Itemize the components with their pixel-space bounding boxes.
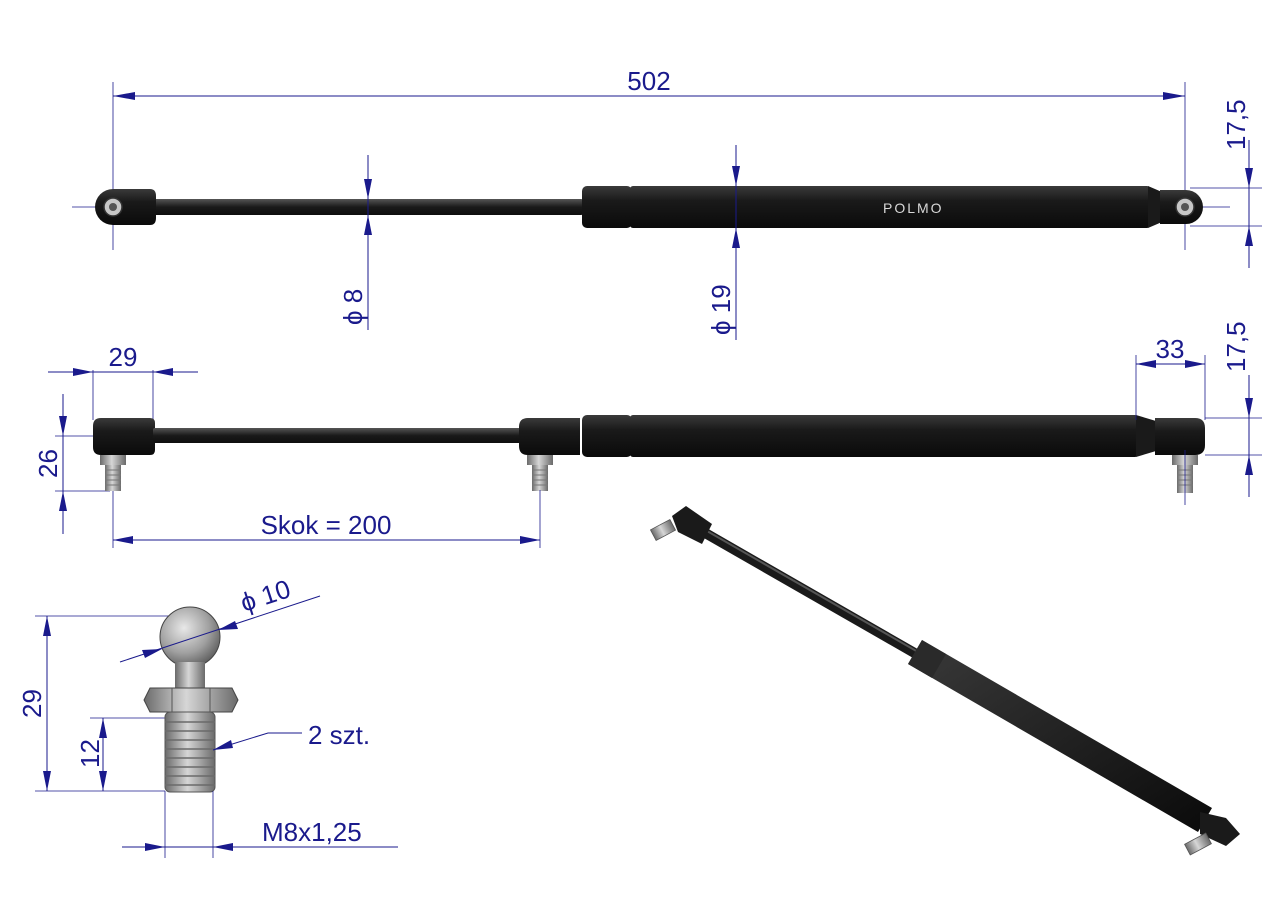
ball-diameter-label: ϕ 10 [237, 574, 295, 618]
side-mid-stud [532, 465, 548, 491]
quantity-label: 2 szt. [308, 720, 370, 750]
arrow-left-icon [113, 92, 135, 100]
ball-head [159, 606, 221, 668]
arrow-thread-bottom-icon [99, 771, 107, 791]
iso-bottom-stud [1184, 832, 1212, 856]
side-left-threads [105, 469, 121, 486]
iso-rod-highlight [699, 526, 919, 653]
side-right-fitting [1155, 418, 1205, 455]
arrow-thread-spec-right-icon [213, 843, 233, 851]
arrow-29-right-icon [153, 368, 173, 376]
side-left-fitting [93, 418, 155, 455]
stroke-label: Skok = 200 [261, 510, 392, 540]
iso-cylinder-body [908, 640, 1212, 832]
side-cylinder-body [630, 415, 1138, 457]
arrow-rod-top-icon [364, 179, 372, 199]
thread-spec-label: M8x1,25 [262, 817, 362, 847]
body-diameter-label: ϕ 19 [706, 284, 736, 335]
arrow-26-bottom-icon [59, 491, 67, 511]
side-cylinder-collar [582, 415, 632, 457]
side-height-label: 26 [33, 449, 63, 478]
shank-threads [165, 721, 215, 786]
right-end-length-label: 33 [1156, 334, 1185, 364]
brand-label: POLMO [883, 200, 944, 216]
side-piston-rod [153, 428, 523, 443]
arrow-stroke-left-icon [113, 536, 133, 544]
eye-offset-top-label: 17,5 [1221, 99, 1251, 150]
iso-bottom-fitting [1200, 812, 1240, 846]
arrow-rod-bottom-icon [364, 215, 372, 235]
cylinder-collar [582, 186, 632, 228]
side-mid-fitting [519, 418, 580, 455]
rod-diameter-label: ϕ 8 [338, 289, 368, 325]
arrow-stroke-right-icon [520, 536, 540, 544]
side-view: 29 26 [33, 321, 1262, 548]
iso-top-stud [649, 518, 677, 542]
arrow-side-eye-bottom-icon [1245, 455, 1253, 475]
side-left-nut [100, 455, 126, 465]
eye-offset-side-label: 17,5 [1221, 321, 1251, 372]
arrow-29-left-icon [73, 368, 93, 376]
arrow-body-top-icon [732, 166, 740, 186]
ball-neck [175, 662, 205, 690]
iso-collar [908, 640, 946, 678]
arrow-eye-bottom-icon [1245, 226, 1253, 246]
threaded-shank [164, 711, 216, 793]
iso-piston-rod [695, 525, 923, 660]
iso-top-fitting [672, 506, 712, 544]
cylinder-body [630, 186, 1150, 228]
left-eye-hole [109, 203, 117, 211]
side-mid-nut [527, 455, 553, 465]
right-eye-hole [1181, 203, 1189, 211]
ball-stud-detail: 29 12 ϕ 10 2 [17, 574, 398, 858]
arrow-33-right-icon [1185, 360, 1205, 368]
right-taper [1148, 186, 1162, 228]
thread-length-label: 12 [75, 739, 105, 768]
arrow-quantity-icon [213, 740, 233, 750]
arrow-right-icon [1163, 92, 1185, 100]
arrow-thread-spec-left-icon [145, 843, 165, 851]
arrow-eye-top-icon [1245, 168, 1253, 188]
arrow-side-eye-top-icon [1245, 398, 1253, 418]
arrow-stud-bottom-icon [43, 771, 51, 791]
piston-rod [150, 199, 584, 215]
arrow-thread-top-icon [99, 718, 107, 738]
top-view: 502 POLMO ϕ 8 ϕ 19 17,5 [72, 66, 1262, 340]
arrow-stud-top-icon [43, 616, 51, 636]
side-left-stud [105, 465, 121, 491]
overall-length-label: 502 [627, 66, 670, 96]
arrow-26-top-icon [59, 416, 67, 436]
side-right-taper [1136, 415, 1156, 457]
stud-height-label: 29 [17, 689, 47, 718]
isometric-view [649, 506, 1240, 856]
arrow-ball-left-icon [142, 649, 162, 658]
hex-flange [143, 687, 239, 713]
arrow-ball-right-icon [218, 621, 238, 630]
arrow-body-bottom-icon [732, 228, 740, 248]
arrow-33-left-icon [1136, 360, 1156, 368]
left-end-length-label: 29 [109, 342, 138, 372]
side-mid-threads [532, 469, 548, 486]
